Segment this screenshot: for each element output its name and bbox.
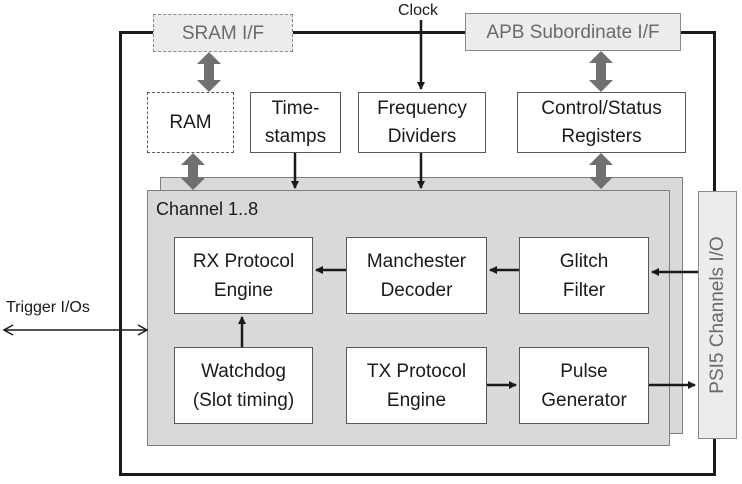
control-status-registers-block: Control/Status Registers bbox=[517, 92, 686, 153]
apb-ctrl-bus-arrow bbox=[589, 51, 613, 92]
tx-protocol-engine-block: TX Protocol Engine bbox=[346, 347, 487, 424]
trigger-arrow bbox=[2, 324, 149, 336]
apb-interface: APB Subordinate I/F bbox=[465, 13, 681, 51]
manchester-decoder-block: Manchester Decoder bbox=[346, 237, 487, 314]
pulse-generator-block: Pulse Generator bbox=[519, 347, 649, 424]
sram-ram-bus-arrow bbox=[197, 52, 221, 92]
timestamps-block: Time- stamps bbox=[250, 92, 341, 153]
rx-protocol-engine-block: RX Protocol Engine bbox=[174, 237, 313, 314]
psi5-io-box: PSI5 Channels I/O bbox=[698, 191, 737, 439]
frequency-dividers-block: Frequency Dividers bbox=[358, 92, 486, 153]
sram-interface: SRAM I/F bbox=[153, 14, 293, 52]
ram-block: RAM bbox=[147, 92, 234, 153]
ctrl-channel-bus-arrow bbox=[589, 153, 613, 189]
glitch-filter-block: Glitch Filter bbox=[519, 237, 649, 314]
bus-arrows bbox=[181, 51, 613, 190]
watchdog-block: Watchdog (Slot timing) bbox=[174, 347, 313, 424]
trigger-label: Trigger I/Os bbox=[6, 299, 90, 316]
channel-title: Channel 1..8 bbox=[156, 199, 259, 219]
ram-channel-bus-arrow bbox=[181, 153, 205, 190]
clock-label: Clock bbox=[398, 2, 439, 19]
